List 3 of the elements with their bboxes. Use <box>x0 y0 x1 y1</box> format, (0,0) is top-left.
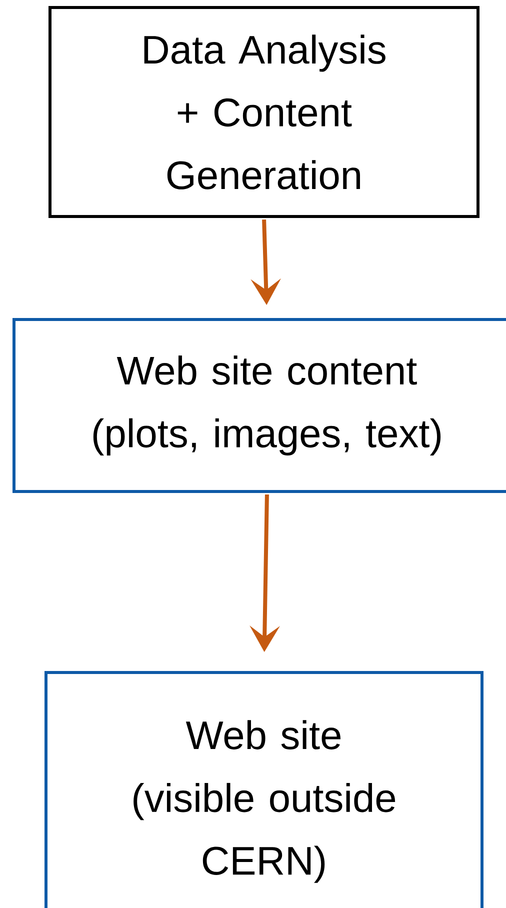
process-box: Web site content (plots, images, text) <box>12 318 506 493</box>
process-box: Data Analysis + Content Generation <box>48 6 480 218</box>
process-box: Web site (visible outside CERN) <box>44 671 484 908</box>
